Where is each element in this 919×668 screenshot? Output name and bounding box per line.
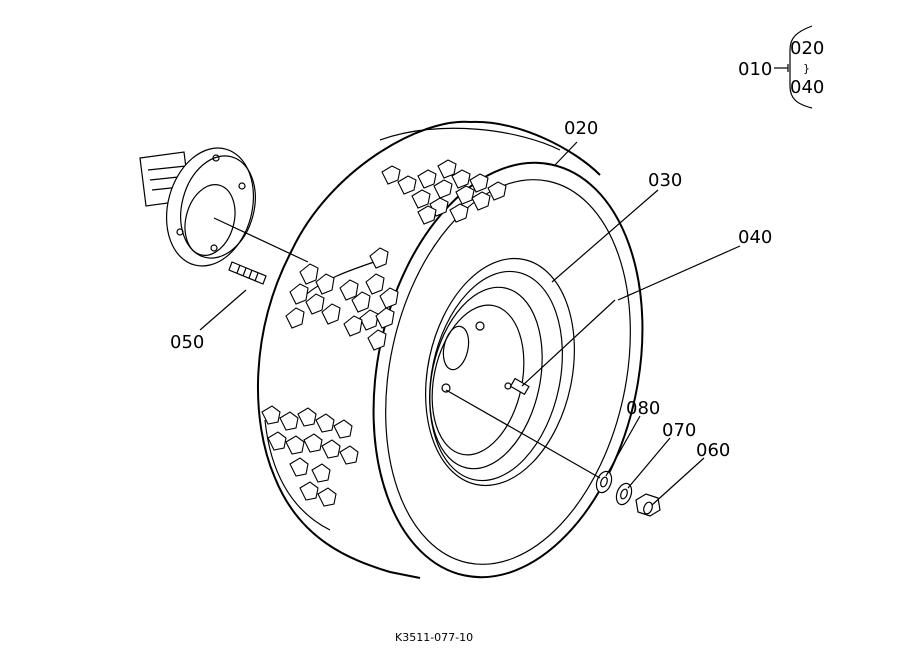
part-label-040: 040 (738, 227, 772, 248)
wheel-rim (425, 257, 575, 487)
part-label-030: 030 (648, 170, 682, 191)
part-label-050: 050 (170, 332, 204, 353)
legend-brace: } (803, 62, 810, 75)
valve-stem (509, 299, 616, 396)
part-label-060: 060 (696, 440, 730, 461)
tire (256, 120, 644, 579)
drawing-code: K3511-077-10 (395, 631, 473, 644)
legend-parent-part: 010 (738, 59, 772, 80)
tread-pattern-top (381, 159, 507, 225)
legend-child-part-1: 020 (790, 38, 824, 59)
hex-nut (635, 493, 661, 517)
assembly-legend: 010 020 } 040 (738, 25, 824, 109)
part-label-020: 020 (564, 118, 598, 139)
hub-flange (139, 147, 256, 267)
part-label-080: 080 (626, 398, 660, 419)
leader-lines (199, 141, 741, 506)
part-label-070: 070 (662, 420, 696, 441)
stud-bolt (228, 261, 267, 285)
tread-pattern-middle (285, 247, 399, 351)
tread-pattern-bottom (261, 405, 359, 507)
assembly-center-lines (213, 217, 601, 479)
washer (595, 470, 613, 494)
legend-child-part-2: 040 (790, 77, 824, 98)
lock-washer (615, 482, 633, 506)
